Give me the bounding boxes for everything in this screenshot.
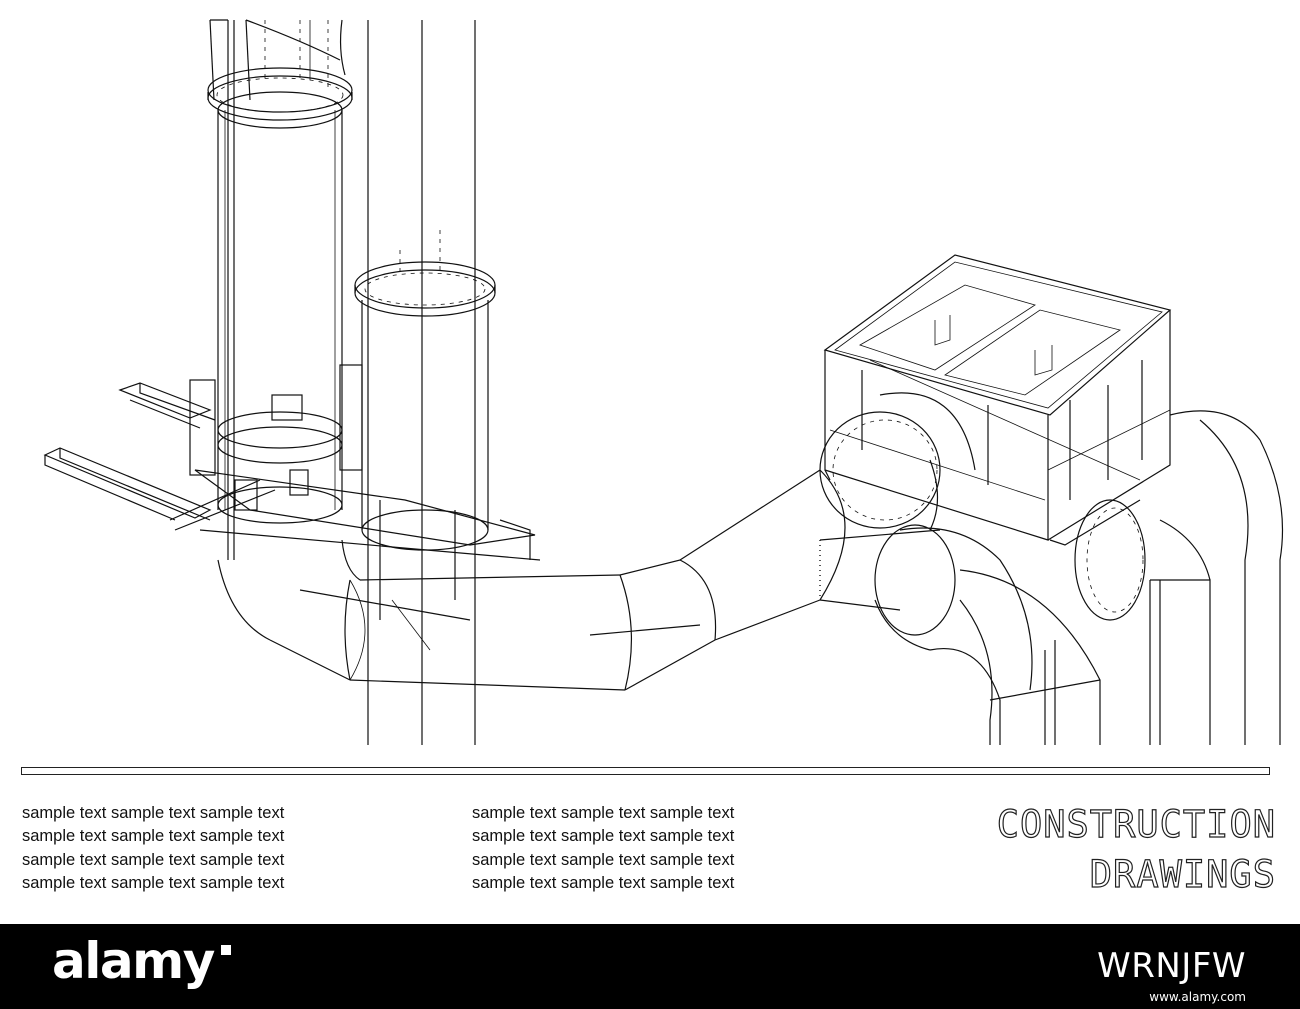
footer-url[interactable]: www.alamy.com (1149, 990, 1246, 1004)
tall-left-stack (207, 19, 353, 560)
pipeline-wireframe-drawing (43, 19, 1284, 745)
steel-beams (43, 364, 541, 620)
sample-text-column-left: sample text sample text sample text samp… (22, 802, 284, 896)
right-elbows (874, 410, 1284, 745)
sample-text-line: sample text sample text sample text (472, 874, 735, 893)
sample-text-column-middle: sample text sample text sample text samp… (472, 802, 734, 896)
flange-opening (819, 392, 976, 531)
title-block-frame-bar (21, 767, 1270, 775)
sample-text-line: sample text sample text sample text (22, 827, 285, 846)
logo-wordmark: alamy (52, 932, 215, 990)
middle-stack (354, 20, 496, 745)
title-line-drawings: DRAWINGS (1089, 852, 1276, 896)
logo-square-icon (220, 945, 231, 955)
main-duct (217, 469, 941, 691)
sample-text-line: sample text sample text sample text (472, 804, 735, 822)
sample-text-line: sample text sample text sample text (472, 850, 735, 869)
drawing-title: CONSTRUCTION DRAWINGS (996, 800, 1276, 900)
sample-text-line: sample text sample text sample text (22, 874, 285, 893)
stock-image-id: WRNJFW (1097, 946, 1246, 986)
alamy-logo[interactable]: alamy (52, 932, 234, 990)
sample-text-line: sample text sample text sample text (472, 827, 735, 846)
stock-footer-bar: alamy WRNJFW www.alamy.com (0, 924, 1300, 1009)
sample-text-line: sample text sample text sample text (22, 804, 285, 822)
title-line-construction: CONSTRUCTION (996, 802, 1276, 846)
sample-text-line: sample text sample text sample text (22, 850, 285, 869)
plenum-box (823, 254, 1172, 546)
